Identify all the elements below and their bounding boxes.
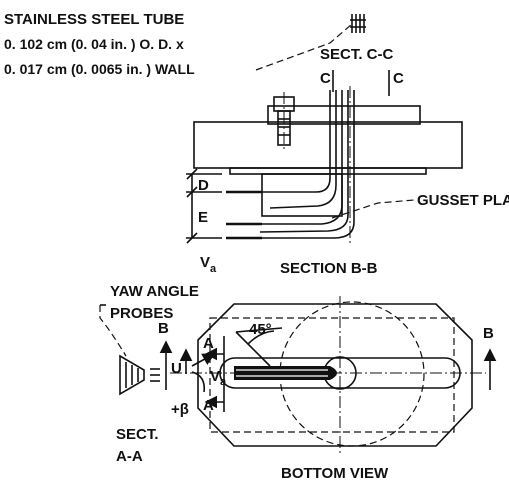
dimension-d-label: D: [198, 177, 209, 194]
bottom-view: B B A A 45° U Va +β: [99, 283, 497, 482]
marker-a-top: A: [203, 335, 214, 352]
section-cc-title: SECT. C-C: [320, 46, 394, 63]
sect-aa-label-1: SECT.: [116, 426, 159, 443]
angle-45-indicator: [235, 327, 283, 367]
bottom-view-caption: BOTTOM VIEW: [281, 465, 389, 482]
section-bb: D E Va GUSSET PLATE SECTION B-B: [186, 86, 509, 277]
section-cc-left-marker: C: [320, 70, 331, 87]
callout-leader-line: [255, 23, 353, 71]
velocity-vectors: [179, 348, 216, 393]
yaw-probe-section-icon: [119, 354, 160, 396]
marker-a-bottom: A: [203, 397, 214, 414]
marker-b-left: B: [158, 320, 169, 337]
yaw-angle-label: YAW ANGLE: [110, 283, 199, 300]
marker-b-right: B: [483, 325, 494, 342]
tube-bundle: [228, 90, 355, 239]
tube-callout: STAINLESS STEEL TUBE 0. 102 cm (0. 04 in…: [4, 11, 353, 77]
gusset-plate-label: GUSSET PLATE: [417, 192, 509, 209]
section-cc-right-marker: C: [393, 70, 404, 87]
sect-aa-label-2: A-A: [116, 448, 143, 465]
cover-plate: [267, 105, 421, 125]
callout-line-3: 0. 017 cm (0. 0065 in. ) WALL: [4, 61, 195, 77]
dimension-d-e: [186, 168, 222, 244]
probes-label: PROBES: [110, 305, 173, 322]
callout-line-2: 0. 102 cm (0. 04 in. ) O. D. x: [4, 36, 184, 52]
velocity-va-label: Va: [210, 368, 227, 388]
tube-bundle-end-icon: [350, 14, 366, 33]
dimension-e-label: E: [198, 209, 208, 226]
hidden-outline: [209, 317, 455, 433]
base-lower-step: [229, 167, 427, 175]
probe-tips: [226, 190, 262, 240]
section-cc: SECT. C-C C C: [320, 14, 404, 96]
section-bb-caption: SECTION B-B: [280, 260, 378, 277]
base-block: [193, 121, 463, 169]
callout-line-1: STAINLESS STEEL TUBE: [4, 11, 184, 28]
yaw-leader-line: [99, 305, 127, 357]
angle-45-label: 45°: [249, 321, 272, 338]
velocity-label: Va: [200, 254, 217, 275]
gusset-leader-line: [331, 199, 415, 219]
beta-label: +β: [171, 401, 189, 418]
bolt-icon: [273, 92, 295, 150]
velocity-u-label: U: [171, 360, 182, 377]
